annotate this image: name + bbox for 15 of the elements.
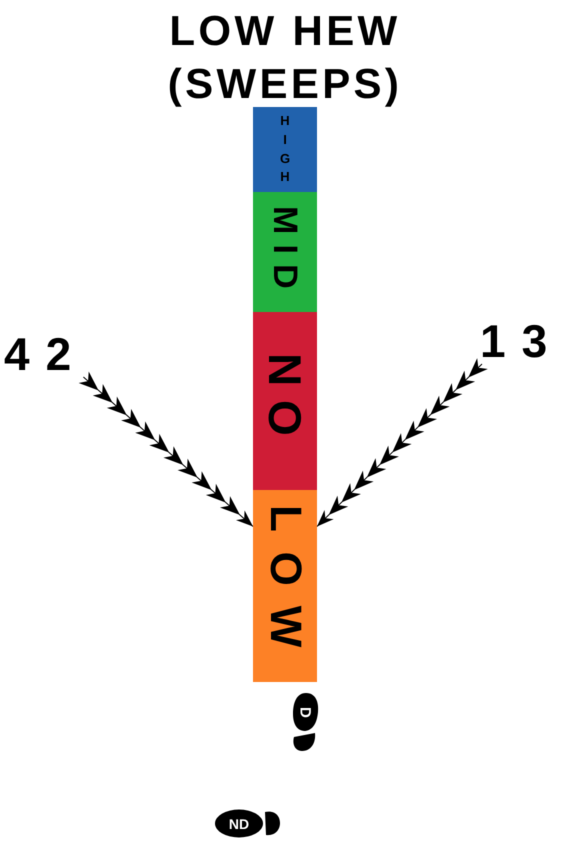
band-label: HIGH <box>280 112 290 186</box>
number-label: 42 <box>4 331 88 377</box>
arrowhead-chain <box>78 372 254 527</box>
band-label: NO <box>262 352 308 450</box>
band-label: LOW <box>263 504 307 668</box>
color-band <box>253 192 317 312</box>
color-band <box>253 107 317 192</box>
color-band <box>253 490 317 682</box>
footprint-label: D <box>298 706 312 718</box>
color-band <box>253 312 317 490</box>
number-label: 13 <box>480 318 564 364</box>
arrowhead-chain <box>316 358 486 527</box>
band-label: MID <box>268 206 302 298</box>
title: LOW HEW (SWEEPS) <box>166 6 404 109</box>
footprint-label: ND <box>228 816 250 830</box>
